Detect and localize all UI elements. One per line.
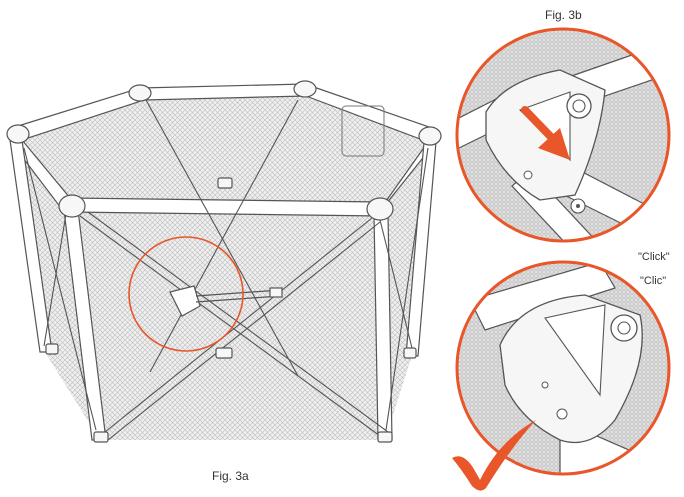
figure-caption-detail: Fig. 3b: [545, 8, 582, 22]
hub-bracket: [169, 285, 283, 317]
detail-locked: [452, 260, 671, 491]
click-sound-label-french: "Clic": [640, 275, 667, 287]
highlight-circle: [128, 236, 244, 352]
click-sound-label-english: "Click": [638, 251, 670, 263]
playpen-illustration: [6, 80, 442, 443]
arrow-down-right-icon: [521, 106, 570, 160]
checkmark-icon: [452, 420, 536, 491]
storage-pocket: [341, 105, 385, 157]
detail-unlocked: [455, 27, 671, 243]
figure-caption-main: Fig. 3a: [212, 469, 249, 483]
